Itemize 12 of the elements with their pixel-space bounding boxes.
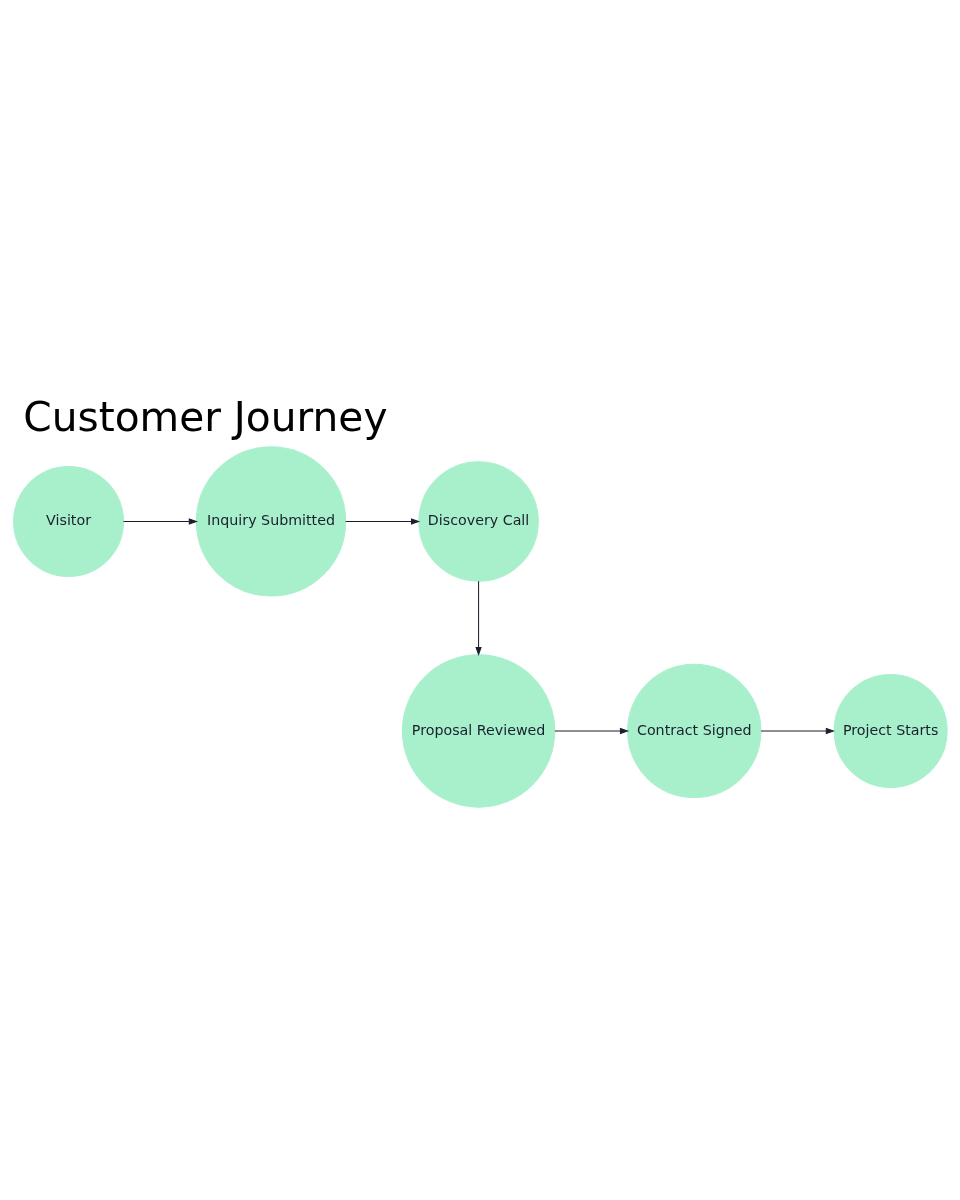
node-circle: Proposal Reviewed xyxy=(401,653,555,808)
arrow xyxy=(344,517,420,525)
node-circle: Contract Signed xyxy=(626,663,761,798)
node-circle: Inquiry Submitted xyxy=(195,445,346,597)
node-circle: Discovery Call xyxy=(417,460,539,582)
node-circle: Visitor xyxy=(12,465,124,577)
arrow xyxy=(553,727,629,734)
diagram-title: Customer Journey xyxy=(22,392,387,441)
node-circle: Project Starts xyxy=(833,673,948,788)
arrow xyxy=(122,517,198,525)
arrow xyxy=(474,580,482,656)
arrow xyxy=(760,727,835,734)
